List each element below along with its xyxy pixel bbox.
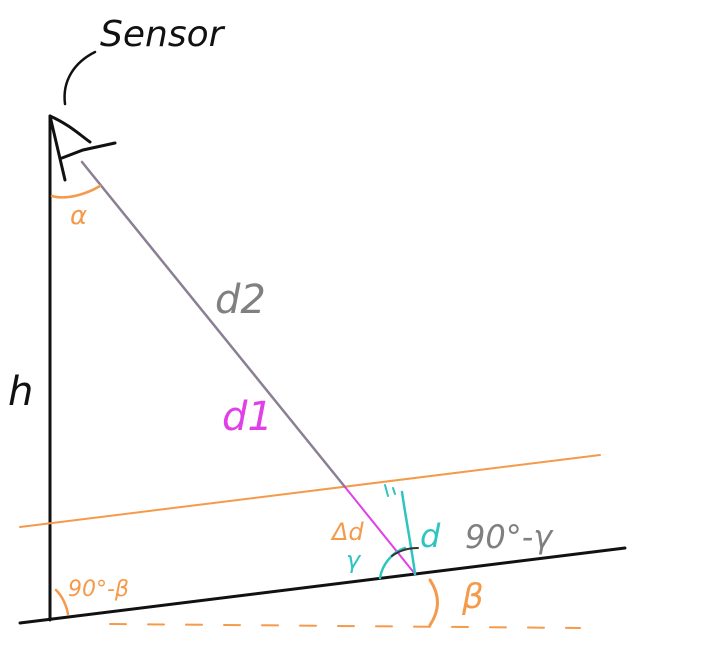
sensor-icon <box>48 114 117 182</box>
beta-angle-arc <box>428 578 439 627</box>
gamma-label: γ <box>346 546 362 574</box>
alpha-angle-arc <box>50 184 102 199</box>
ninety-minus-gamma-arc <box>391 547 419 557</box>
delta-d-label: Δd <box>330 518 364 546</box>
alpha-label: α <box>70 201 87 231</box>
beam-delta-d-line <box>344 486 416 575</box>
orange-parallel-line <box>19 454 601 528</box>
gamma-angle-arc <box>378 546 407 580</box>
d-label: d <box>420 517 441 555</box>
perpendicular-d-line <box>400 490 417 576</box>
ninety-minus-gamma-label: 90°-γ <box>465 518 554 556</box>
horizontal-reference-dashed-line <box>109 623 581 629</box>
sensor-callout-arc <box>63 50 97 106</box>
d2-label: d2 <box>215 277 266 323</box>
ninety-minus-beta-arc <box>54 588 70 616</box>
d1-label: d1 <box>222 394 273 440</box>
sloped-ground-line <box>18 546 627 625</box>
beta-label: β <box>461 577 484 617</box>
ninety-minus-beta-label: 90°-β <box>68 577 129 602</box>
h-label: h <box>8 369 33 415</box>
sensor-label: Sensor <box>100 14 226 55</box>
beam-d2-line <box>80 160 347 489</box>
teal-tick-mark <box>384 484 396 497</box>
